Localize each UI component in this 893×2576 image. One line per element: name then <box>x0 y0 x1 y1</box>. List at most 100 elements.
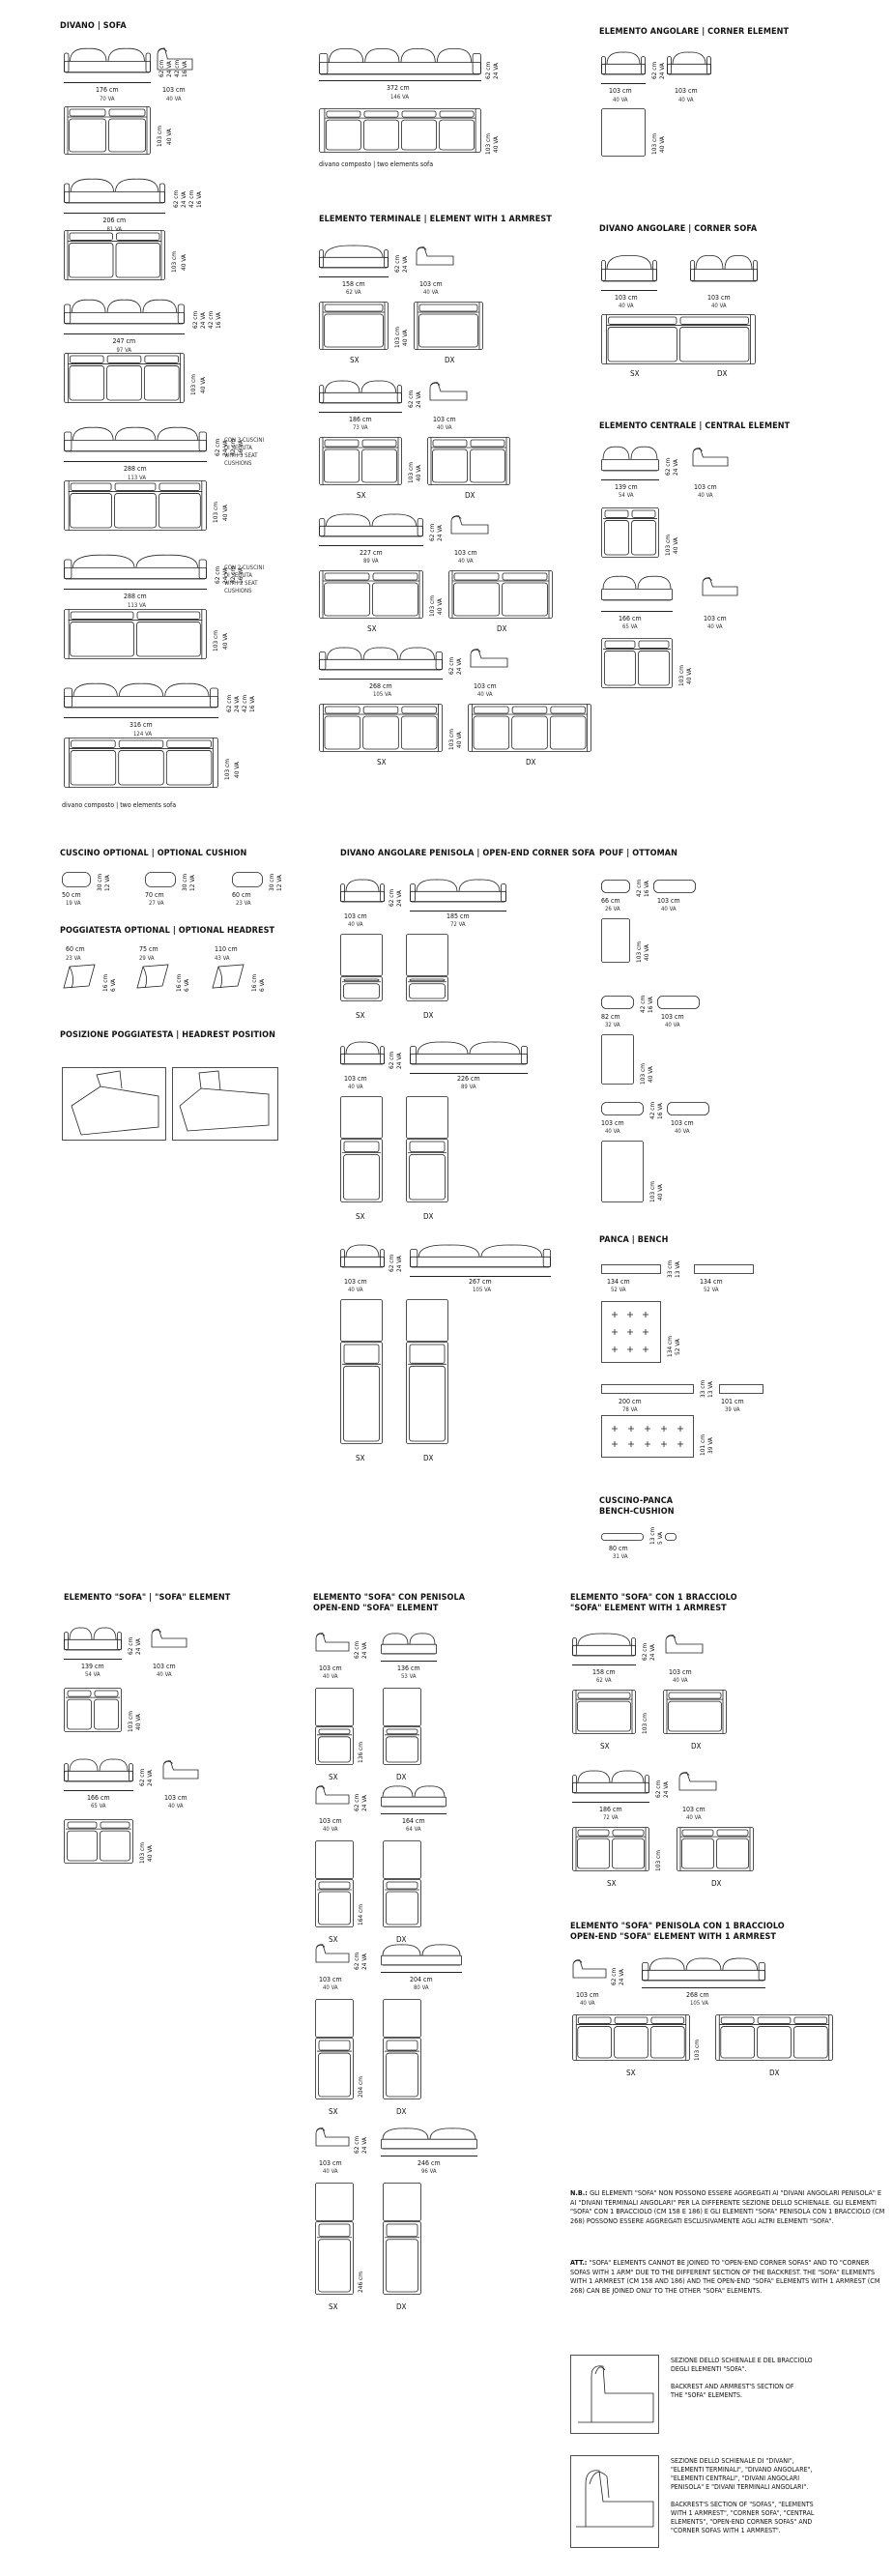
section-std-drawing <box>570 2455 659 2548</box>
headrest-w-1: 75 cm <box>139 945 158 953</box>
sofa-el-w-in-1: 65 VA <box>91 1803 106 1809</box>
pouf-front-1 <box>601 996 634 1009</box>
headrest-1 <box>136 964 169 989</box>
headrest-w-in-0: 23 VA <box>66 955 81 962</box>
sofa-front-5 <box>64 682 218 709</box>
corner-el-w: 103 cm <box>609 87 632 95</box>
headrest-w-in-1: 29 VA <box>139 955 155 962</box>
pen-plan-h-3: 246 cm <box>357 2272 364 2293</box>
sofa-dim-3 <box>64 461 207 462</box>
pen-dx-2: DX <box>396 2107 407 2116</box>
headrest-w-2: 110 cm <box>215 945 238 953</box>
pen-h-3: 62 cm <box>353 2135 360 2154</box>
terminal-sx-3: SX <box>377 758 387 767</box>
sofa-dim-5 <box>64 717 218 718</box>
central-side <box>692 448 729 467</box>
pen-plan-sx-b-1 <box>315 1879 354 1927</box>
penarm-h2: 24 VA <box>618 1969 625 1985</box>
pen-plan-sx-a-2 <box>315 1999 354 2038</box>
terminal-side-1 <box>429 382 468 401</box>
open-plan-dx-b-0 <box>406 976 448 1001</box>
bench2-h2: 13 VA <box>706 1381 714 1398</box>
sofa-el-w-0: 139 cm <box>81 1663 104 1670</box>
open-right-w-1: 226 cm <box>457 1075 480 1083</box>
sofa-plan-2 <box>64 353 185 403</box>
pouf-plan-h2-2: 40 VA <box>656 1184 664 1201</box>
sofa372-w: 372 cm <box>387 84 410 92</box>
central-plan-h: 103 cm <box>664 535 672 556</box>
bench2-plan-h2: 39 VA <box>706 1437 714 1454</box>
corner-sofa-plan <box>601 314 756 364</box>
bench-cushion-title-1: CUSCINO-PANCA <box>599 1496 674 1506</box>
terminal-front-0 <box>319 245 389 269</box>
bench-w-in: 52 VA <box>611 1287 626 1293</box>
sofa-plan-3 <box>64 480 207 531</box>
pen-h2-3: 24 VA <box>360 2137 368 2154</box>
pouf-h2-1: 16 VA <box>647 997 654 1013</box>
sofa372-caption: divano composto | two elements sofa <box>319 160 434 168</box>
central-h: 62 cm <box>664 457 672 476</box>
terminal-side-w-in-0: 40 VA <box>423 289 439 296</box>
pouf-w-0: 66 cm <box>601 897 620 905</box>
bench2-plan-h: 101 cm <box>699 1434 706 1456</box>
cushion-h-2: 30 cm <box>268 873 275 891</box>
pen-h-2: 62 cm <box>353 1952 360 1970</box>
sofa-width-in-4: 113 VA <box>128 602 147 609</box>
pen-w-0: 136 cm <box>397 1664 420 1672</box>
arm-plan-dx-1 <box>677 1827 754 1871</box>
central2-plan-h2: 40 VA <box>685 668 693 684</box>
terminal-side-w-in-1: 40 VA <box>437 424 452 431</box>
open-plan-sx-a-1 <box>340 1096 383 1139</box>
terminal-h2-3: 24 VA <box>455 658 463 675</box>
pen-h2-2: 24 VA <box>360 1954 368 1970</box>
section-std-text-5: BACKREST'S SECTION OF "SOFAS", "ELEMENTS <box>671 2501 814 2508</box>
sofa-el-plan-h-0: 103 cm <box>127 1711 134 1732</box>
sofa-plan-1 <box>64 230 165 280</box>
section-sofa-text-0: SEZIONE DELLO SCHIENALE E DEL BRACCIOLO <box>671 2357 813 2364</box>
terminal-dx-3: DX <box>526 758 536 767</box>
sofa-h2-2: 24 VA <box>199 312 207 329</box>
section-std-text-1: "ELEMENTI TERMINALI", "DIVANO ANGOLARE", <box>671 2466 813 2474</box>
pen-plan-sx-a-0 <box>315 1688 354 1726</box>
sofa-el-dim-1 <box>64 1790 133 1791</box>
sofa-width-in-0: 70 VA <box>100 96 115 102</box>
headrest-title: POGGIATESTA OPTIONAL | OPTIONAL HEADREST <box>60 926 275 936</box>
arm-dx-0: DX <box>691 1742 702 1751</box>
sofa-side-w-0: 103 cm <box>162 86 186 94</box>
terminal-plan-sx-2 <box>319 570 423 619</box>
open-dim-2 <box>410 1276 551 1277</box>
section-std-text-3: PENISOLA" E "DIVANI TERMINALI ANGOLARI". <box>671 2483 809 2491</box>
note-nb: N.B.: GLI ELEMENTI "SOFA" NON POSSONO ES… <box>570 2188 889 2225</box>
sofa-dim-4 <box>64 589 207 590</box>
pouf-plan-1 <box>601 1034 634 1085</box>
open-plan-sx-b-2 <box>340 1342 383 1444</box>
pen-side-w-3: 103 cm <box>319 2159 342 2167</box>
sofa-plan-h-0: 103 cm <box>156 126 163 147</box>
open-sx-1: SX <box>356 1212 365 1221</box>
terminal-plan-sx-0 <box>319 302 389 350</box>
bench-h2: 13 VA <box>674 1261 681 1278</box>
sofa-h4-5: 16 VA <box>248 696 256 712</box>
open-right-w-in-0: 72 VA <box>450 921 466 928</box>
pouf-h-2: 42 cm <box>648 1101 656 1119</box>
sofa-plan-h-in-3: 40 VA <box>221 505 229 521</box>
sofa-el-side-w-in-1: 40 VA <box>168 1803 184 1809</box>
bench-cushion-w-in: 31 VA <box>613 1553 628 1560</box>
pen-side-w-1: 103 cm <box>319 1817 342 1825</box>
pen-side-w-in-0: 40 VA <box>323 1673 338 1680</box>
penarm-dx: DX <box>769 2069 780 2077</box>
pouf-w-in-1: 32 VA <box>605 1022 620 1028</box>
terminal-plan-dx-1 <box>427 437 510 485</box>
bench2-side-w-in: 39 VA <box>725 1406 740 1413</box>
arm-h-1: 62 cm <box>654 1780 662 1798</box>
open-h2-1: 24 VA <box>395 1053 403 1069</box>
section-sofa-text-3: BACKREST AND ARMREST'S SECTION OF <box>671 2383 794 2390</box>
bench-side <box>694 1264 754 1274</box>
arm-side-w-in-1: 40 VA <box>686 1814 702 1821</box>
central-side-w: 103 cm <box>694 483 717 491</box>
sofa-h3-2: 42 cm <box>207 310 215 329</box>
terminal-plan-h2-0: 40 VA <box>401 330 409 346</box>
terminal-side-w-in-2: 40 VA <box>458 558 474 564</box>
terminal-dim-1 <box>319 412 402 413</box>
arm-h2-0: 24 VA <box>648 1644 656 1661</box>
